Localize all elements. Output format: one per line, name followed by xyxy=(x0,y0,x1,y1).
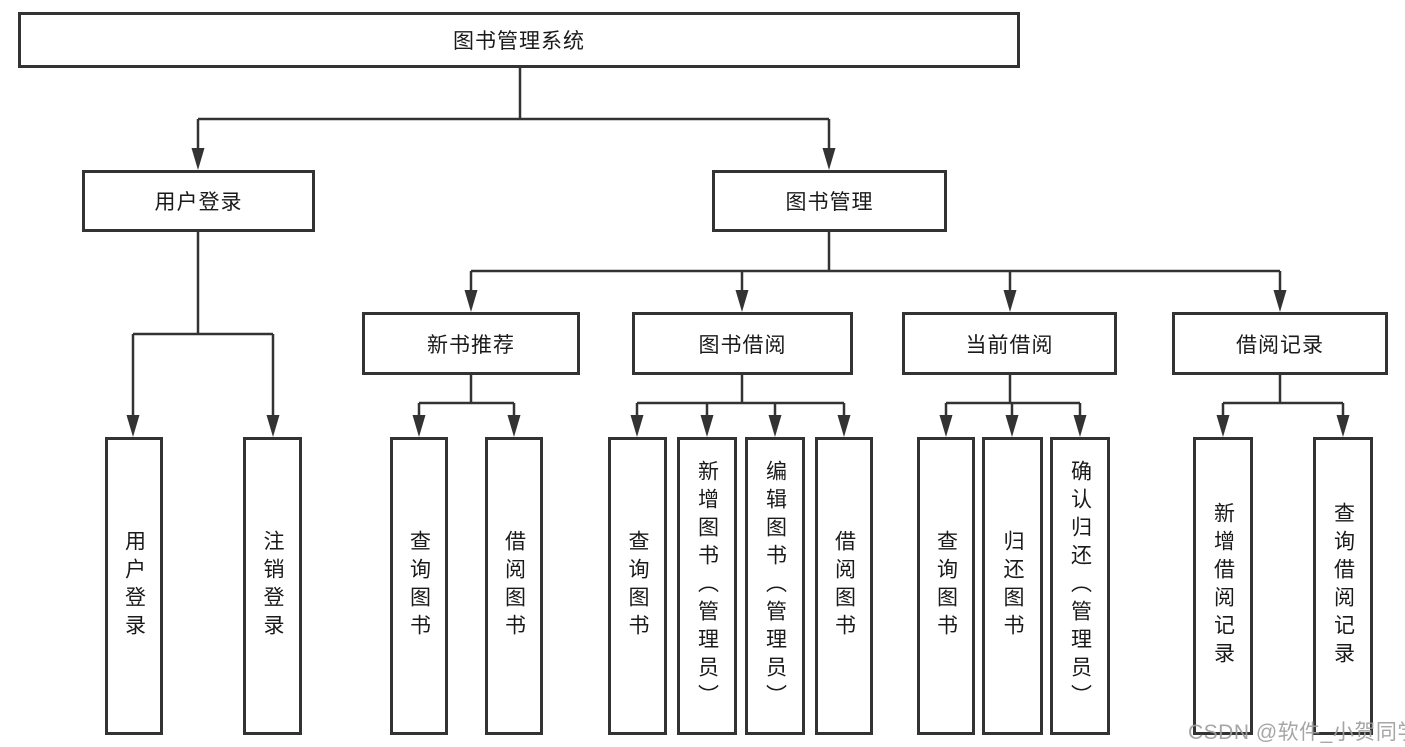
leaf-label: 注销登录 xyxy=(261,530,284,642)
leaf-label: 用户登录 xyxy=(122,530,146,642)
node-book-management-system: 图书管理系统 xyxy=(18,12,1020,68)
leaf-edit-books-admin: 编辑图书（管理员） xyxy=(745,437,805,735)
leaf-label: 确认归还（管理员） xyxy=(1068,460,1092,712)
node-user-login: 用户登录 xyxy=(82,170,315,232)
node-book-borrowing: 图书借阅 xyxy=(632,312,853,375)
leaf-add-books-admin: 新增图书（管理员） xyxy=(677,437,737,735)
leaf-label: 新增借阅记录 xyxy=(1211,502,1235,670)
leaf-query-borrow-record: 查询借阅记录 xyxy=(1313,437,1373,735)
leaf-user-login: 用户登录 xyxy=(105,437,163,735)
leaf-label: 查询图书 xyxy=(934,530,958,642)
leaf-confirm-return-admin: 确认归还（管理员） xyxy=(1050,437,1110,735)
node-new-book-recommend: 新书推荐 xyxy=(362,312,580,375)
leaf-label: 查询图书 xyxy=(626,530,649,642)
leaf-borrow-books-recommend: 借阅图书 xyxy=(485,437,543,735)
node-label: 图书管理系统 xyxy=(453,30,585,53)
leaf-add-borrow-record: 新增借阅记录 xyxy=(1193,437,1253,735)
node-label: 当前借阅 xyxy=(965,333,1054,357)
leaf-logout: 注销登录 xyxy=(243,437,302,735)
leaf-query-books-current: 查询图书 xyxy=(917,437,975,735)
node-label: 借阅记录 xyxy=(1236,333,1324,357)
node-label: 用户登录 xyxy=(154,191,243,214)
node-label: 图书管理 xyxy=(785,191,874,214)
node-book-management: 图书管理 xyxy=(712,170,947,232)
leaf-query-books-recommend: 查询图书 xyxy=(390,437,448,735)
node-current-borrowing: 当前借阅 xyxy=(902,312,1117,375)
leaf-label: 归还图书 xyxy=(1001,530,1024,642)
node-label: 新书推荐 xyxy=(427,333,515,357)
leaf-label: 借阅图书 xyxy=(502,530,526,642)
leaf-query-books-borrowing: 查询图书 xyxy=(608,437,667,735)
leaf-label: 查询图书 xyxy=(407,530,431,642)
node-label: 图书借阅 xyxy=(698,333,787,357)
leaf-borrow-books: 借阅图书 xyxy=(815,437,873,735)
leaf-return-books: 归还图书 xyxy=(982,437,1043,735)
csdn-watermark: CSDN @软件_小贺同学 xyxy=(1188,721,1405,744)
node-borrowing-records: 借阅记录 xyxy=(1172,312,1388,375)
leaf-label: 借阅图书 xyxy=(832,530,856,642)
leaf-label: 查询借阅记录 xyxy=(1331,502,1355,670)
leaf-label: 编辑图书（管理员） xyxy=(763,460,787,712)
leaf-label: 新增图书（管理员） xyxy=(695,460,719,712)
